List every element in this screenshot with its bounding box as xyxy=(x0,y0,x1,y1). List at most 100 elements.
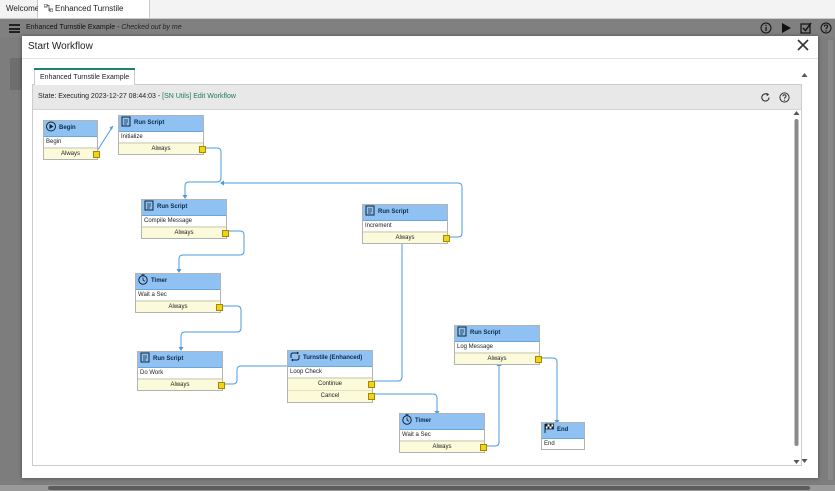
condition-always[interactable]: Always xyxy=(142,227,229,238)
script-icon xyxy=(121,116,131,127)
node-name: End xyxy=(544,441,555,447)
connector-dowork-turnstile xyxy=(225,365,288,385)
play-icon[interactable] xyxy=(781,22,792,34)
script-icon xyxy=(144,200,154,211)
condition-always[interactable]: Always xyxy=(363,232,450,243)
tab-bar: Welcome Enhanced Turnstile Example xyxy=(0,0,835,31)
node-increment[interactable]: Run Script Increment Always xyxy=(362,204,450,244)
dialog-header: Start Workflow xyxy=(22,36,818,59)
node-type: Run Script xyxy=(157,204,188,210)
connector-timer-dowork xyxy=(180,305,242,348)
node-header: Timer xyxy=(400,414,484,430)
connector-initialize-compile xyxy=(184,147,222,196)
condition-always[interactable]: Always xyxy=(138,379,225,390)
node-turnstile[interactable]: Turnstile (Enhanced) Loop Check Continue… xyxy=(287,350,375,403)
condition-label: Always xyxy=(170,382,190,388)
workflow-title: Enhanced Turnstile Example - Checked out… xyxy=(26,24,182,31)
connector-continue-increment xyxy=(374,242,403,382)
scrollbar-thumb[interactable] xyxy=(48,486,810,490)
node-name: Begin xyxy=(44,137,97,148)
node-name: Do Work xyxy=(138,368,222,379)
refresh-icon[interactable] xyxy=(760,92,771,103)
node-begin[interactable]: Begin Begin Always xyxy=(43,120,100,160)
condition-label: Always xyxy=(151,146,171,152)
exit-port[interactable] xyxy=(199,146,206,153)
node-header: Run Script xyxy=(119,116,203,132)
condition-always[interactable]: Always xyxy=(119,143,206,154)
help-icon[interactable] xyxy=(820,22,832,34)
background-panel xyxy=(10,58,24,90)
node-do-work[interactable]: Run Script Do Work Always xyxy=(137,351,225,391)
node-log-message[interactable]: Run Script Log Message Always xyxy=(454,325,542,365)
condition-continue[interactable]: Continue xyxy=(288,378,375,390)
condition-always[interactable]: Always xyxy=(400,441,487,452)
node-type: Run Script xyxy=(134,120,165,126)
condition-label: Always xyxy=(60,151,80,157)
help-icon[interactable] xyxy=(779,92,790,103)
tab-enhanced-turnstile[interactable]: Enhanced Turnstile Example xyxy=(38,0,150,31)
dialog-scrollbar[interactable] xyxy=(800,72,809,464)
edit-workflow-link[interactable]: [SN Utils] Edit Workflow xyxy=(162,93,236,100)
node-initialize[interactable]: Run Script Initialize Always xyxy=(118,115,206,155)
exit-port[interactable] xyxy=(535,356,542,363)
node-end[interactable]: End End xyxy=(541,422,585,450)
condition-always[interactable]: Always xyxy=(455,353,542,364)
menu-icon[interactable] xyxy=(9,24,20,33)
start-workflow-dialog: Start Workflow Enhanced Turnstile Exampl… xyxy=(22,36,818,478)
horizontal-scrollbar[interactable] xyxy=(0,485,835,491)
info-icon[interactable] xyxy=(760,22,772,34)
workflow-icon xyxy=(44,4,53,12)
condition-always[interactable]: Always xyxy=(136,301,223,312)
workflow-canvas[interactable]: Begin Begin Always Run Script Initialize… xyxy=(33,110,791,465)
exit-port[interactable] xyxy=(368,381,375,388)
script-icon xyxy=(140,352,150,363)
exit-port[interactable] xyxy=(93,151,100,158)
exit-port[interactable] xyxy=(218,382,225,389)
node-timer-wait-2[interactable]: Timer Wait a Sec Always xyxy=(399,413,487,453)
node-header: Run Script xyxy=(455,326,539,342)
exit-port[interactable] xyxy=(480,444,487,451)
tab-workflow[interactable]: Enhanced Turnstile Example xyxy=(34,68,136,85)
node-type: Run Script xyxy=(153,356,184,362)
timer-icon xyxy=(138,274,148,285)
condition-cancel[interactable]: Cancel xyxy=(288,390,375,402)
workflow-title-text: Enhanced Turnstile Example xyxy=(26,24,116,31)
node-name: Wait a Sec xyxy=(400,430,484,441)
exit-port[interactable] xyxy=(222,230,229,237)
app-bar: Enhanced Turnstile Example - Checked out… xyxy=(0,19,835,37)
node-timer-wait[interactable]: Timer Wait a Sec Always xyxy=(135,273,223,313)
node-name: Compile Message xyxy=(142,216,226,227)
exit-port[interactable] xyxy=(216,304,223,311)
exit-port[interactable] xyxy=(443,235,450,242)
node-type: Run Script xyxy=(378,209,409,215)
node-header: Run Script xyxy=(363,205,447,221)
node-type: Turnstile (Enhanced) xyxy=(303,355,363,361)
state-label: State: Executing 2023-12-27 08:44:03 - xyxy=(38,93,163,100)
condition-always[interactable]: Always xyxy=(44,148,100,159)
close-icon[interactable] xyxy=(796,38,810,52)
checked-out-text: - Checked out by me xyxy=(115,24,182,31)
node-type: Timer xyxy=(415,418,432,424)
node-header: Turnstile (Enhanced) xyxy=(288,351,372,367)
connector-cancel-timer xyxy=(374,393,438,412)
checkbox-icon[interactable] xyxy=(800,22,812,34)
connector-lines xyxy=(96,125,560,447)
turnstile-icon xyxy=(290,351,300,362)
tab-welcome-label: Welcome xyxy=(6,4,40,13)
page-scrollbar[interactable] xyxy=(828,40,833,480)
exit-port[interactable] xyxy=(368,393,375,400)
node-type: Timer xyxy=(151,278,168,284)
tab-welcome[interactable]: Welcome xyxy=(0,0,40,18)
dialog-title: Start Workflow xyxy=(28,41,93,52)
node-header: Run Script xyxy=(138,352,222,368)
node-name: Wait a Sec xyxy=(136,290,220,301)
node-type: Run Script xyxy=(470,330,501,336)
node-name: Initialize xyxy=(119,132,203,143)
node-type: Begin xyxy=(59,125,76,131)
script-icon xyxy=(365,205,375,216)
canvas-scrollbar[interactable] xyxy=(792,110,801,465)
connector-compile-timer xyxy=(178,230,245,270)
timer-icon xyxy=(402,414,412,425)
node-compile-message[interactable]: Run Script Compile Message Always xyxy=(141,199,229,239)
condition-label: Always xyxy=(487,356,507,362)
